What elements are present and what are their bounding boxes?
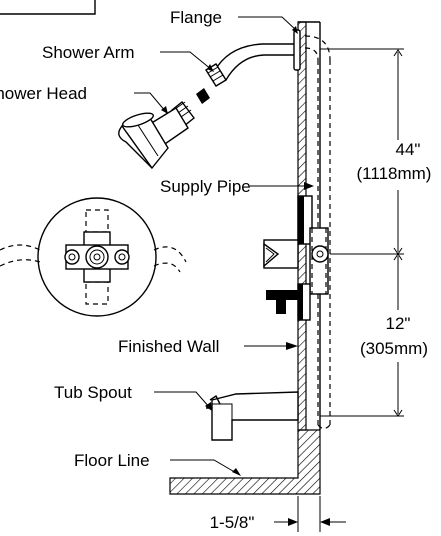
floor-section (169, 429, 321, 495)
valve-body (263, 195, 329, 321)
upper-dimension-imperial: 44" (396, 140, 421, 159)
lower-dimension-imperial: 12" (386, 314, 411, 333)
supply-pipe-label: Supply Pipe (160, 177, 251, 196)
shower-head (118, 101, 195, 170)
wall-offset-dimension: 1-5/8" (210, 513, 255, 532)
tub-spout (206, 391, 299, 441)
flange-label: Flange (170, 8, 222, 27)
corner-box (0, 0, 96, 15)
shower-head-label: Shower Head (0, 84, 87, 103)
floor-line-label: Floor Line (74, 451, 150, 470)
flange (293, 29, 301, 71)
tub-spout-label: Tub Spout (54, 383, 132, 402)
leader-lines (134, 16, 314, 476)
valve-detail (0, 197, 187, 317)
finished-wall-label: Finished Wall (118, 337, 219, 356)
upper-dimension-metric: (1118mm) (357, 164, 432, 183)
dimension-lines (274, 48, 404, 532)
lower-dimension-metric: (305mm) (360, 339, 428, 358)
shower-arm-label: Shower Arm (42, 43, 135, 62)
shower-arm (213, 43, 294, 81)
supply-pipe-top (304, 35, 331, 61)
connector-nut (196, 88, 210, 104)
